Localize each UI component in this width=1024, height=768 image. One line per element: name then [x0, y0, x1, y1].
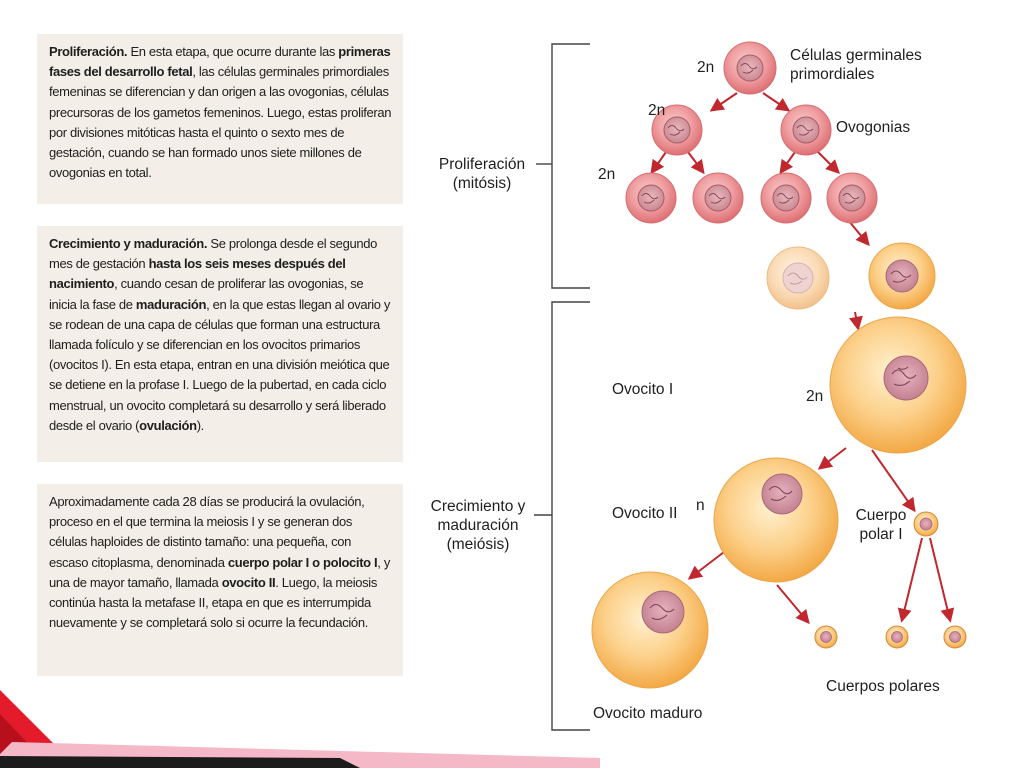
- bold-text-segment: cuerpo polar I o polocito I: [227, 554, 378, 570]
- proliferacion-label-line1: Proliferación: [438, 156, 526, 173]
- text-segment: Se prolonga desde el segundo mes de gest…: [49, 236, 377, 272]
- ovogonia-cell: [760, 172, 812, 224]
- ovocito-maduro-cell: [591, 571, 709, 689]
- text-segment: . Luego, la meiosis continúa hasta la me…: [49, 574, 377, 631]
- ploidy-label-level3: 2n: [598, 166, 616, 183]
- cuerpo-polar-label-line1: Cuerpo: [855, 507, 907, 524]
- text-segment: , en la que estas llegan al ovario y se …: [49, 296, 391, 433]
- ovogonia-cell: [780, 104, 832, 156]
- cuerpo-polar-cell: [814, 625, 838, 649]
- ovocito-i-cell: [829, 316, 967, 454]
- germinal-label-line2: primordiales: [790, 66, 875, 83]
- germinal-label-line1: Células germinales: [790, 47, 922, 64]
- crecimiento-label-line2: maduración: [437, 517, 519, 534]
- cuerpo-polar-cell: [885, 625, 909, 649]
- bold-text-segment: primeras fases del desarrollo fetal: [49, 44, 391, 80]
- proliferacion-text-box: Proliferación. En esta etapa, que ocurre…: [37, 34, 403, 204]
- ovocito-maduro-label: Ovocito maduro: [593, 705, 703, 722]
- division-arrows: [650, 92, 955, 625]
- crecimiento-stage-label: Crecimiento y maduración (meiósis): [422, 497, 534, 554]
- ovogonia-cell: [826, 172, 878, 224]
- crecimiento-maduracion-text-box: Crecimiento y maduración. Se prolonga de…: [37, 226, 403, 462]
- ovocito-ii-cell: [713, 457, 839, 583]
- cuerpo-polar-i-label: Cuerpo polar I: [848, 506, 914, 544]
- ploidy-label-ovocito-i: 2n: [806, 388, 824, 405]
- cuerpos-polares-label: Cuerpos polares: [826, 678, 940, 695]
- ploidy-label-ovocito-ii: n: [696, 497, 705, 514]
- text-segment: , cuando cesan de proliferar las ovogoni…: [49, 276, 364, 312]
- ploidy-label-ovogonia: 2n: [648, 102, 666, 119]
- proliferacion-stage-label: Proliferación (mitósis): [430, 155, 534, 193]
- text-segment: ).: [196, 417, 205, 433]
- growing-cell: [868, 242, 936, 310]
- ovogonia-cell: [625, 172, 677, 224]
- ovocito-ii-label: Ovocito II: [612, 505, 678, 522]
- slide-corner-decoration: [0, 690, 600, 768]
- text-segment: Aproximadamente cada 28 días se producir…: [49, 494, 365, 570]
- crecimiento-label-line1: Crecimiento y: [430, 498, 526, 515]
- bold-text-segment: Proliferación.: [49, 44, 128, 59]
- bold-text-segment: Crecimiento y maduración.: [49, 236, 208, 251]
- cuerpo-polar-cell: [943, 625, 967, 649]
- crecimiento-bracket: [551, 301, 590, 731]
- ovogonia-cell: [692, 172, 744, 224]
- ovocito-i-label: Ovocito I: [612, 381, 674, 398]
- proliferacion-bracket: [551, 43, 590, 289]
- ovogonias-label: Ovogonias: [836, 119, 911, 136]
- germinal-primordial-cell: [723, 41, 777, 95]
- bold-text-segment: hasta los seis meses después del nacimie…: [49, 256, 346, 292]
- cuerpo-polar-label-line2: polar I: [859, 526, 903, 543]
- ovulacion-text-box: Aproximadamente cada 28 días se producir…: [37, 484, 403, 676]
- bold-text-segment: maduración: [135, 296, 207, 312]
- ovogonia-cell: [651, 104, 703, 156]
- crecimiento-label-line3: (meiósis): [446, 536, 510, 553]
- degenerating-cell: [766, 246, 830, 310]
- text-segment: , y una de mayor tamaño, llamada: [49, 554, 390, 590]
- cuerpo-polar-i-cell: [913, 511, 939, 537]
- ploidy-label-germinal: 2n: [697, 59, 715, 76]
- bold-text-segment: ovocito II: [221, 574, 276, 590]
- text-segment: En esta etapa, que ocurre durante las: [127, 44, 339, 59]
- proliferacion-label-line2: (mitósis): [452, 175, 512, 192]
- germinal-primordial-label: Células germinales primordiales: [790, 46, 922, 84]
- bold-text-segment: ovulación: [139, 417, 197, 433]
- text-segment: , las células germinales primordiales fe…: [49, 64, 392, 181]
